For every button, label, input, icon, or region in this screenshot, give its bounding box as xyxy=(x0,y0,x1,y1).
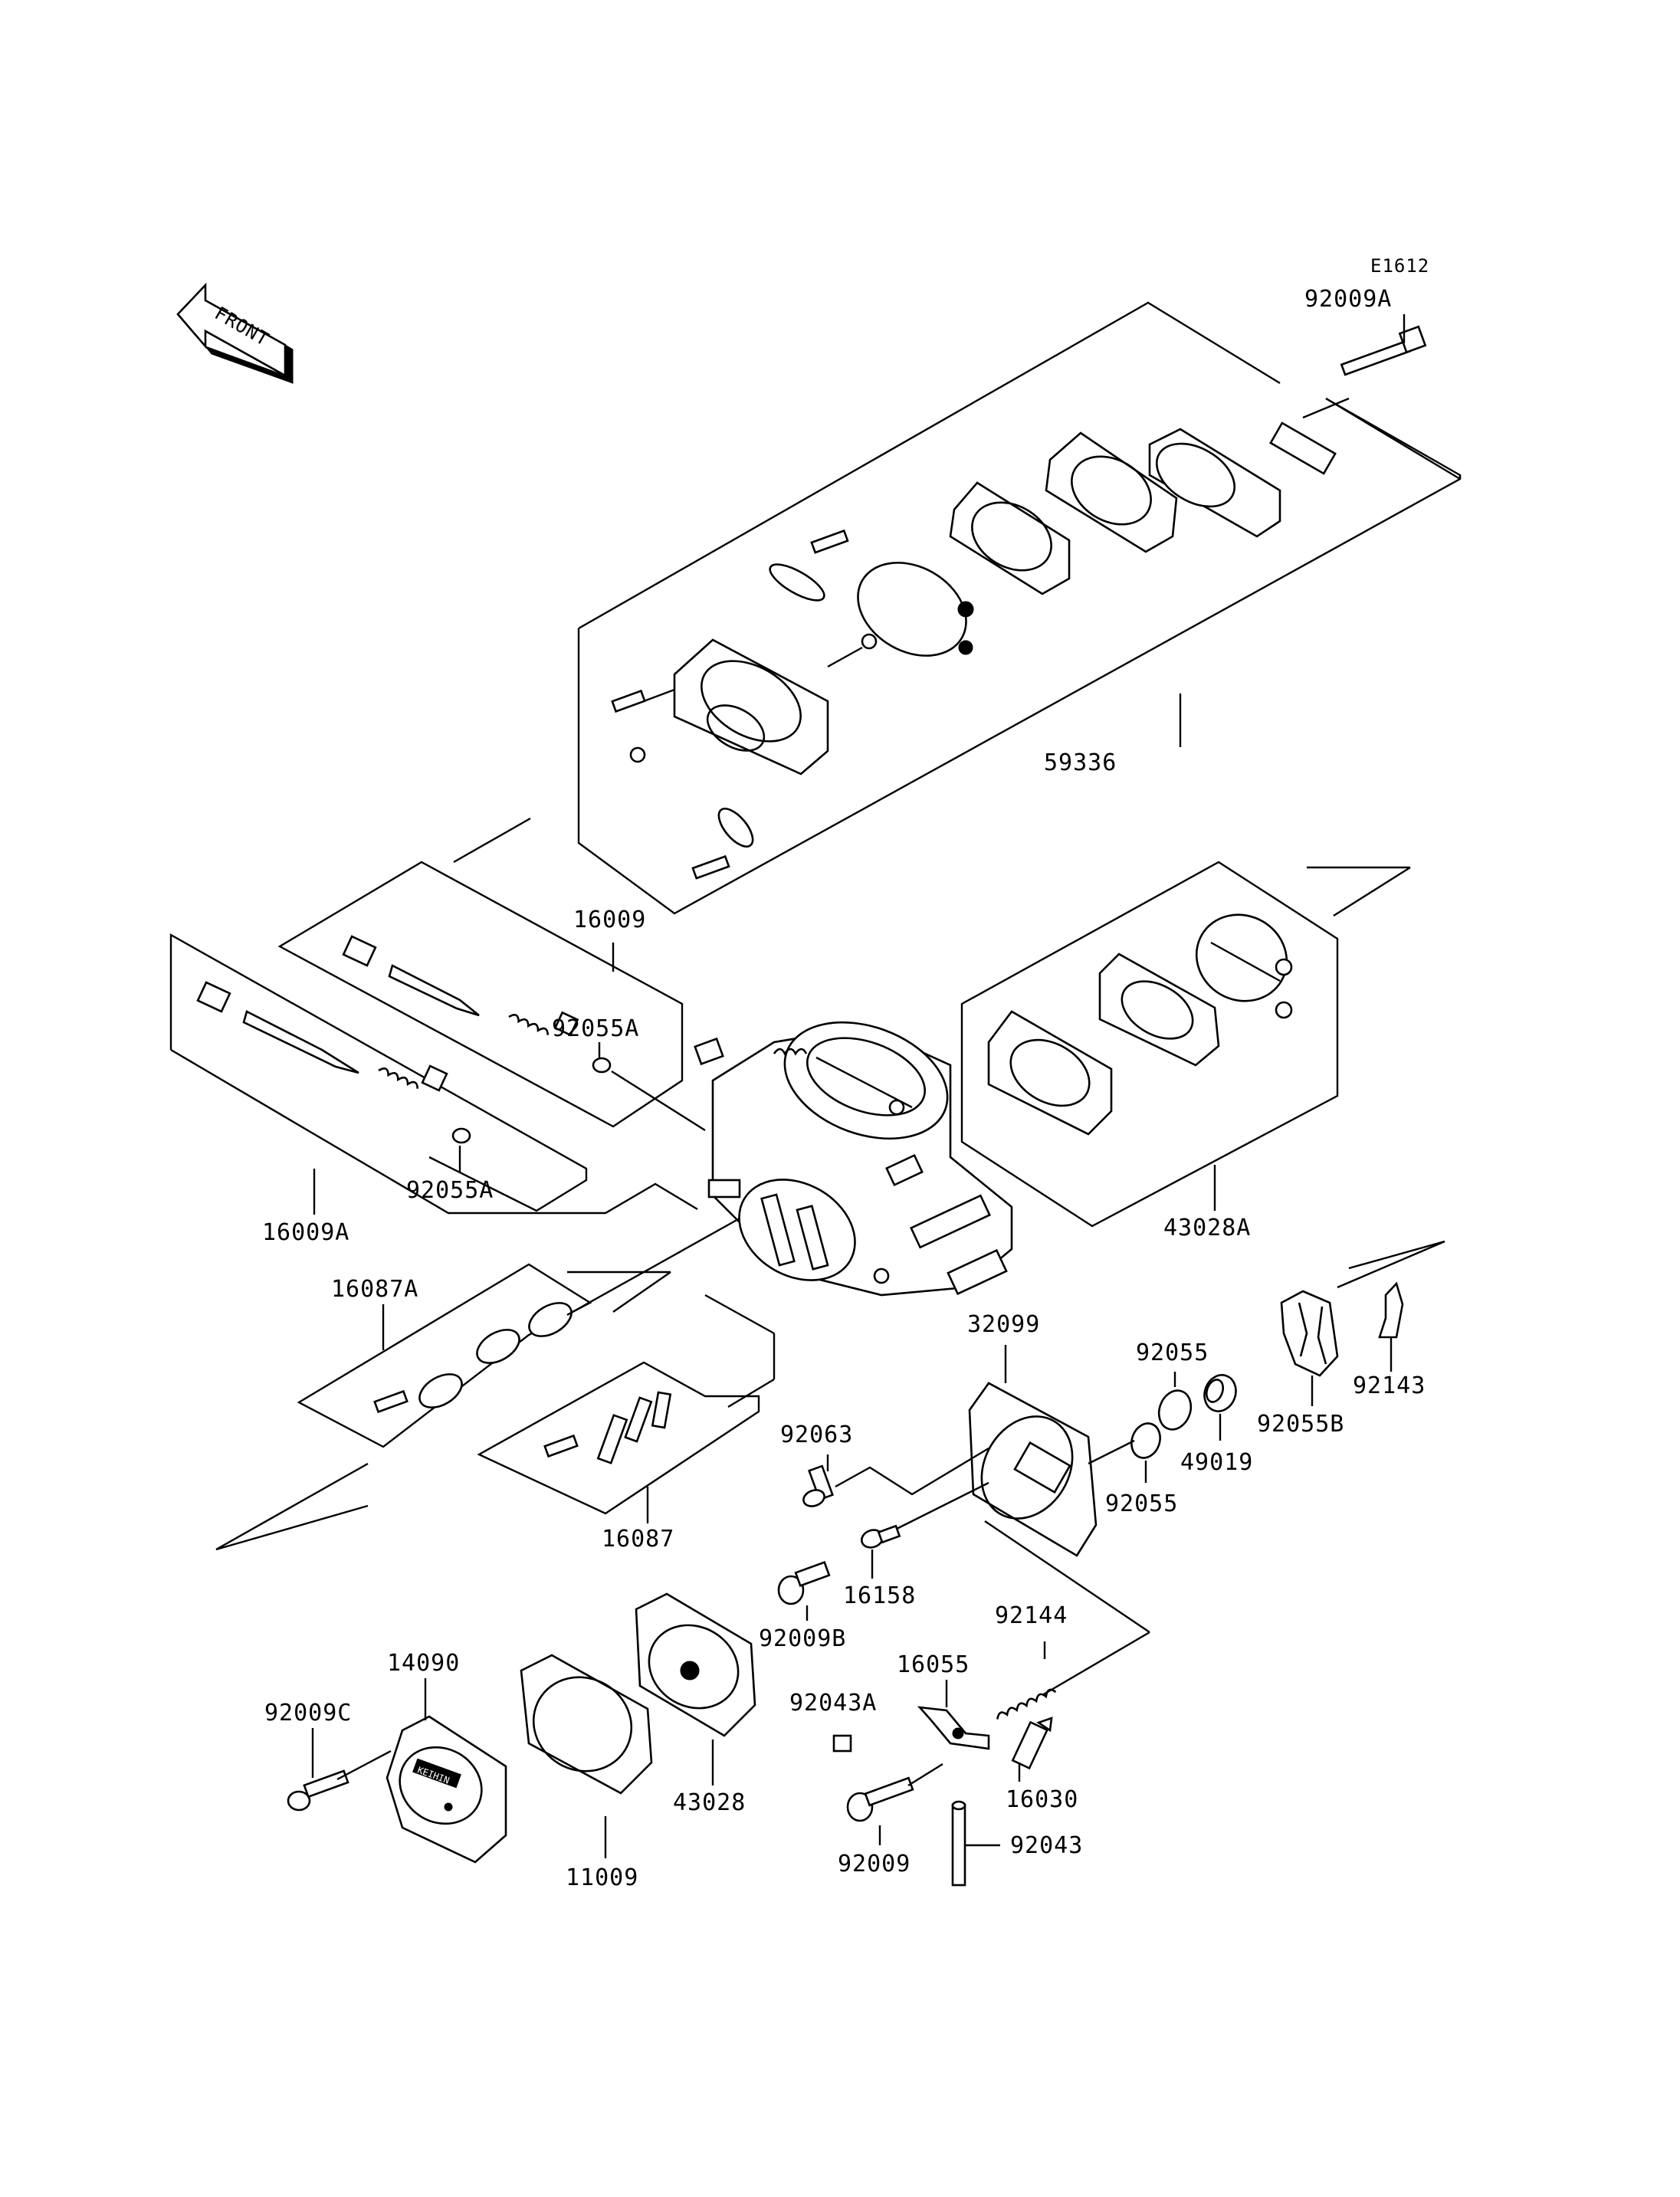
pump-diaphragm xyxy=(857,562,974,657)
part-label-32099: 32099 xyxy=(967,1311,1040,1338)
part-label-43028A: 43028A xyxy=(1163,1215,1251,1241)
part-label-92009B: 92009B xyxy=(759,1625,846,1652)
part-label-92009A: 92009A xyxy=(1304,286,1392,313)
clip-92143 xyxy=(1378,1281,1404,1339)
kit-16009-frame xyxy=(277,861,684,1128)
kit-43028A-frame xyxy=(960,861,1411,1228)
screw-92009C xyxy=(287,1769,349,1812)
part-label-92055-bottom: 92055 xyxy=(1105,1490,1178,1517)
part-label-16009: 16009 xyxy=(573,907,646,933)
part-label-92043A: 92043A xyxy=(789,1690,877,1717)
pump-body xyxy=(673,638,829,776)
part-label-16055: 16055 xyxy=(897,1651,970,1678)
lever-16055 xyxy=(917,1706,990,1750)
kit-16087-frame xyxy=(477,1294,776,1515)
pin-92043 xyxy=(951,1800,966,1887)
o-ring-92055A-top xyxy=(592,1057,612,1074)
part-label-92009C: 92009C xyxy=(264,1700,352,1726)
part-label-49019: 49019 xyxy=(1180,1449,1253,1476)
lever-assembly-32099 xyxy=(968,1382,1098,1557)
plug-49019 xyxy=(1203,1374,1237,1412)
spring-92144 xyxy=(996,1688,1057,1720)
kit-16009A-frame xyxy=(169,933,698,1215)
pump-gasket-lower xyxy=(949,481,1071,595)
kit-59336-frame xyxy=(453,301,1462,915)
part-label-92009: 92009 xyxy=(838,1851,911,1877)
front-arrow-icon: FRONT xyxy=(176,282,294,385)
screw-92009A xyxy=(1340,325,1427,376)
cover-plates-16087A xyxy=(373,1302,573,1414)
part-label-16030: 16030 xyxy=(1006,1786,1078,1813)
fuel-pump-cover xyxy=(1148,397,1350,538)
part-label-92055A-bottom: 92055A xyxy=(406,1177,494,1204)
check-valve-plate-lower xyxy=(691,808,754,880)
o-ring-92055-outer xyxy=(1157,1389,1193,1431)
screw-92063 xyxy=(802,1464,834,1507)
part-label-11009: 11009 xyxy=(566,1864,638,1891)
part-label-16087: 16087 xyxy=(602,1526,674,1553)
part-label-92144: 92144 xyxy=(995,1602,1068,1629)
cover-plates-16087 xyxy=(543,1391,672,1464)
part-label-92055B: 92055B xyxy=(1257,1411,1344,1438)
part-label-14090: 14090 xyxy=(387,1650,460,1677)
pump-gasket-upper xyxy=(1045,431,1178,553)
check-valve-plate-upper xyxy=(769,529,849,602)
needle-valve-16030 xyxy=(1011,1717,1053,1770)
mixture-screw-16009A xyxy=(196,981,448,1092)
screw-92009B xyxy=(777,1561,831,1605)
part-label-16087A: 16087A xyxy=(331,1276,418,1303)
diaphragm-43028 xyxy=(635,1592,756,1737)
diagram-code: E1612 xyxy=(1370,255,1429,277)
part-label-43028: 43028 xyxy=(673,1789,746,1816)
o-ring-92055A-bottom xyxy=(451,1127,471,1144)
part-label-92063: 92063 xyxy=(780,1421,853,1448)
carburetor-body xyxy=(694,1021,1013,1297)
screw-16158 xyxy=(861,1524,901,1549)
part-label-92055A-top: 92055A xyxy=(552,1015,639,1042)
part-label-92143: 92143 xyxy=(1353,1372,1426,1399)
part-label-92055-top: 92055 xyxy=(1136,1340,1209,1366)
mixture-screw-16009 xyxy=(342,935,579,1037)
cover-14090: KEIHIN xyxy=(386,1715,507,1864)
cap-92055B xyxy=(1280,1290,1339,1377)
part-label-16158: 16158 xyxy=(843,1582,916,1609)
part-label-92043: 92043 xyxy=(1010,1832,1083,1859)
gasket-11009 xyxy=(520,1654,653,1795)
part-label-16009A: 16009A xyxy=(262,1219,349,1246)
gasket-set-43028A xyxy=(987,913,1293,1136)
part-label-59336: 59336 xyxy=(1044,749,1117,776)
o-ring-92055-inner xyxy=(1130,1422,1161,1459)
pump-screws-nuts xyxy=(611,633,878,763)
screw-92009 xyxy=(846,1776,914,1822)
seat-92043A xyxy=(832,1734,852,1753)
